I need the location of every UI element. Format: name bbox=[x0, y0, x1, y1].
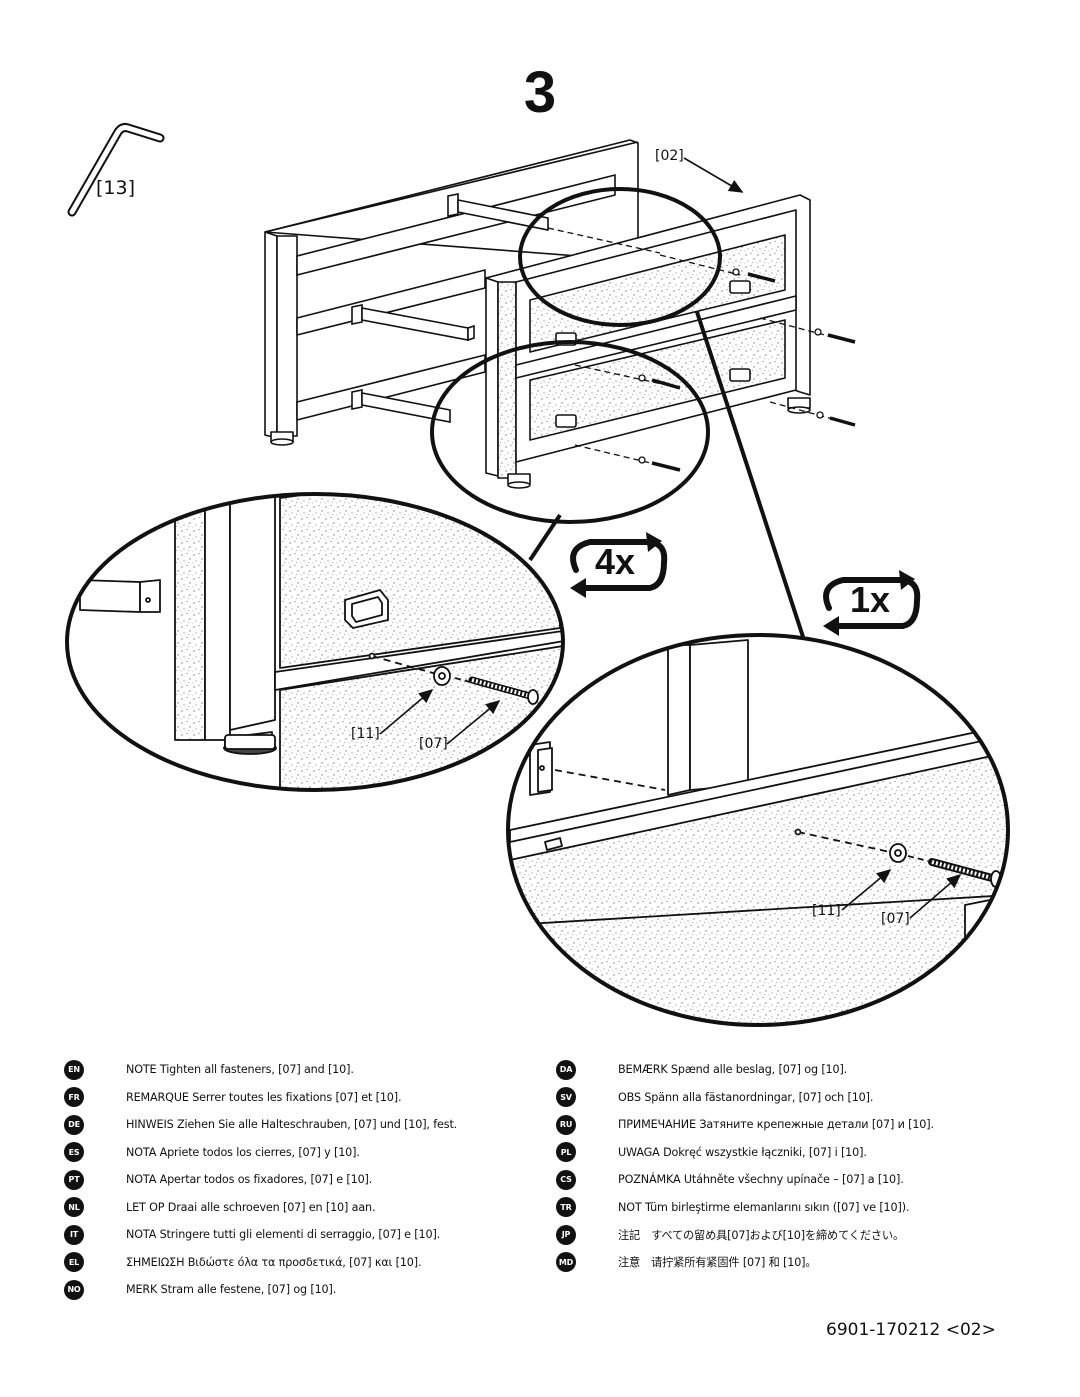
note-text: BEMÆRK Spænd alle beslag, [07] og [10]. bbox=[618, 1063, 848, 1077]
document-code: 6901-170212 <02> bbox=[826, 1320, 996, 1340]
note-text: POZNÁMKA Utáhněte všechny upínače – [07]… bbox=[618, 1173, 904, 1187]
language-badge: JP bbox=[556, 1224, 576, 1245]
language-badge: RU bbox=[556, 1114, 576, 1135]
left-washer-label: [11] bbox=[351, 726, 380, 742]
note-text: REMARQUE Serrer toutes les fixations [07… bbox=[126, 1090, 402, 1104]
language-badge: FR bbox=[64, 1087, 84, 1108]
note-row: EN NOTE Tighten all fasteners, [07] and … bbox=[64, 1056, 534, 1084]
note-row: JP 注記 すべての留め具[07]および[10]を締めてください。 bbox=[556, 1221, 1026, 1249]
language-badge: PT bbox=[64, 1169, 84, 1190]
back-frame bbox=[264, 139, 639, 446]
language-badge: CS bbox=[556, 1169, 576, 1190]
note-row: PL UWAGA Dokręć wszystkie łączniki, [07]… bbox=[556, 1139, 1026, 1167]
language-badge: PL bbox=[556, 1142, 576, 1163]
overview-fasteners bbox=[547, 227, 856, 472]
note-row: SV OBS Spänn alla fästanordningar, [07] … bbox=[556, 1084, 1026, 1112]
note-text: NOTA Apertar todos os fixadores, [07] e … bbox=[126, 1173, 373, 1187]
part-02-label: [02] bbox=[655, 148, 684, 164]
step-number: 3 bbox=[524, 60, 556, 125]
note-row: CS POZNÁMKA Utáhněte všechny upínače – [… bbox=[556, 1166, 1026, 1194]
note-text: NOTE Tighten all fasteners, [07] and [10… bbox=[126, 1063, 354, 1077]
note-row: RU ПРИМЕЧАНИЕ Затяните крепежные детали … bbox=[556, 1111, 1026, 1139]
allen-key-icon bbox=[67, 123, 165, 217]
notes-column-right: DA BEMÆRK Spænd alle beslag, [07] og [10… bbox=[556, 1056, 1026, 1276]
rotation-count-right: 1x bbox=[850, 579, 890, 620]
note-row: EL ΣΗΜΕΙΩΣΗ Βιδώστε όλα τα προσδετικά, [… bbox=[64, 1249, 534, 1277]
language-badge: SV bbox=[556, 1087, 576, 1108]
top-detail-highlight bbox=[518, 187, 722, 327]
language-badge: TR bbox=[556, 1197, 576, 1218]
note-text: ПРИМЕЧАНИЕ Затяните крепежные детали [07… bbox=[618, 1118, 934, 1132]
rotate-clockwise-icon bbox=[823, 570, 921, 636]
language-badge: ES bbox=[64, 1142, 84, 1163]
language-badge: EL bbox=[64, 1252, 84, 1273]
note-text: OBS Spänn alla fästanordningar, [07] och… bbox=[618, 1090, 874, 1104]
bottom-detail-highlight bbox=[430, 340, 710, 524]
language-badge: MD bbox=[556, 1252, 576, 1273]
note-text: NOTA Apriete todos los cierres, [07] y [… bbox=[126, 1145, 360, 1159]
language-badge: NO bbox=[64, 1279, 84, 1300]
language-badge: EN bbox=[64, 1059, 84, 1080]
language-badge: IT bbox=[64, 1224, 84, 1245]
note-row: TR NOT Tüm birleştirme elemanlarını sıkı… bbox=[556, 1194, 1026, 1222]
cross-rails bbox=[351, 193, 549, 423]
note-row: PT NOTA Apertar todos os fixadores, [07]… bbox=[64, 1166, 534, 1194]
note-text: ΣΗΜΕΙΩΣΗ Βιδώστε όλα τα προσδετικά, [07]… bbox=[126, 1255, 422, 1269]
note-text: NOT Tüm birleştirme elemanlarını sıkın (… bbox=[618, 1200, 910, 1214]
language-badge: DE bbox=[64, 1114, 84, 1135]
rotation-count-left: 4x bbox=[595, 541, 635, 582]
note-text: 注記 すべての留め具[07]および[10]を締めてください。 bbox=[618, 1228, 904, 1242]
note-row: ES NOTA Apriete todos los cierres, [07] … bbox=[64, 1139, 534, 1167]
note-row: MD 注意 请拧紧所有紧固件 [07] 和 [10]。 bbox=[556, 1249, 1026, 1277]
note-text: MERK Stram alle festene, [07] og [10]. bbox=[126, 1283, 337, 1297]
language-badge: NL bbox=[64, 1197, 84, 1218]
assembly-illustration: 3 [13] bbox=[65, 60, 1010, 1027]
note-text: 注意 请拧紧所有紧固件 [07] 和 [10]。 bbox=[618, 1256, 817, 1270]
note-text: LET OP Draai alle schroeven [07] en [10]… bbox=[126, 1200, 376, 1214]
note-text: UWAGA Dokręć wszystkie łączniki, [07] i … bbox=[618, 1145, 867, 1159]
right-detail-view bbox=[506, 633, 1010, 1027]
right-washer-label: [11] bbox=[812, 903, 841, 919]
language-badge: DA bbox=[556, 1059, 576, 1080]
right-screw-label: [07] bbox=[881, 911, 910, 927]
note-text: NOTA Stringere tutti gli elementi di ser… bbox=[126, 1228, 441, 1242]
tool-label: [13] bbox=[96, 177, 135, 199]
rotate-clockwise-icon bbox=[570, 532, 668, 598]
note-row: DE HINWEIS Ziehen Sie alle Halteschraube… bbox=[64, 1111, 534, 1139]
note-row: IT NOTA Stringere tutti gli elementi di … bbox=[64, 1221, 534, 1249]
left-screw-label: [07] bbox=[419, 736, 448, 752]
note-row: NL LET OP Draai alle schroeven [07] en [… bbox=[64, 1194, 534, 1222]
drawer-handles bbox=[555, 280, 751, 428]
left-detail-view bbox=[65, 492, 565, 792]
notes-column-left: EN NOTE Tighten all fasteners, [07] and … bbox=[64, 1056, 534, 1304]
note-row: NO MERK Stram alle festene, [07] og [10]… bbox=[64, 1276, 534, 1304]
note-row: DA BEMÆRK Spænd alle beslag, [07] og [10… bbox=[556, 1056, 1026, 1084]
note-row: FR REMARQUE Serrer toutes les fixations … bbox=[64, 1084, 534, 1112]
note-text: HINWEIS Ziehen Sie alle Halteschrauben, … bbox=[126, 1118, 458, 1132]
